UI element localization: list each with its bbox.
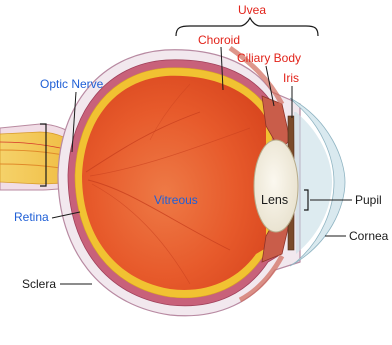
iris-label: Iris (283, 71, 299, 85)
choroid-label: Choroid (198, 33, 240, 47)
lens-shape (254, 140, 298, 232)
cornea-label: Cornea (349, 229, 388, 243)
uvea-label: Uvea (238, 3, 266, 17)
retina-label: Retina (14, 210, 49, 224)
sclera-label: Sclera (22, 277, 56, 291)
vitreous-label: Vitreous (154, 193, 198, 207)
lens-label: Lens (261, 193, 288, 207)
optic-nerve-label: Optic Nerve (40, 77, 103, 91)
ciliary-body-label: Ciliary Body (237, 51, 301, 65)
pupil-label: Pupil (355, 193, 382, 207)
